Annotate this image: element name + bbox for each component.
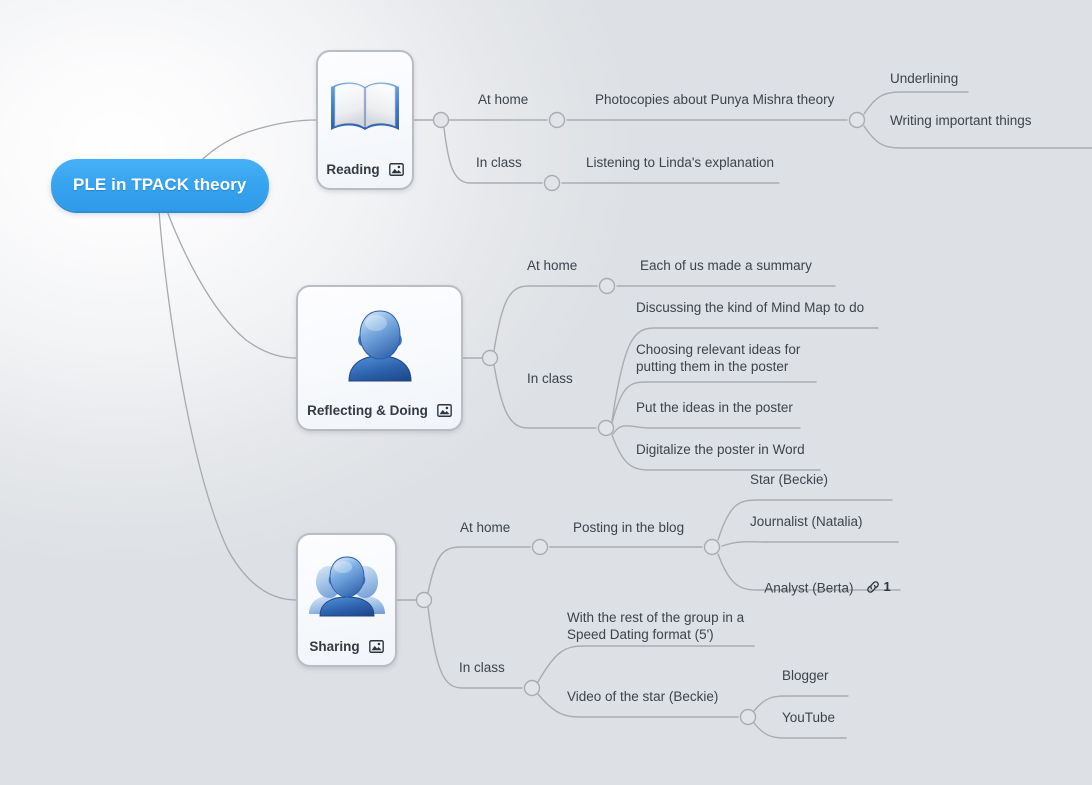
label-sharing-journalist[interactable]: Journalist (Natalia) (750, 514, 863, 529)
link-reflecting-at-home (493, 285, 598, 352)
picture-icon[interactable] (388, 163, 404, 176)
link-reading-underlining (863, 91, 969, 115)
label-sharing-blogger[interactable]: Blogger (782, 668, 829, 683)
joint-reading-at-home (548, 111, 566, 129)
node-card-reflecting-label: Reflecting & Doing (307, 403, 428, 418)
label-sharing-youtube[interactable]: YouTube (782, 710, 836, 725)
joint-share-in-class (523, 679, 541, 697)
label-reading-in-class[interactable]: In class (476, 155, 522, 170)
link-sharing-blogger (753, 695, 849, 712)
label-reflect-at-home[interactable]: At home (527, 258, 578, 273)
joint-reflecting (481, 349, 499, 367)
label-sharing-analyst[interactable]: Analyst (Berta) 1 (750, 562, 891, 613)
label-reflect-discussing[interactable]: Discussing the kind of Mind Map to do (636, 300, 865, 315)
node-card-sharing-label: Sharing (309, 639, 360, 654)
joint-share-at-home (531, 538, 549, 556)
joint-reflect-in-class (597, 419, 615, 437)
label-sharing-in-class[interactable]: In class (459, 660, 505, 675)
user-icon (347, 310, 412, 382)
label-reflect-put-ideas[interactable]: Put the ideas in the poster (636, 400, 793, 415)
label-sharing-speed-dating[interactable]: With the rest of the group in a Speed Da… (567, 610, 745, 642)
joint-share-video (739, 708, 757, 726)
link-root-to-sharing (158, 210, 297, 601)
label-reading-writing[interactable]: Writing important things (890, 113, 1032, 128)
root-node[interactable]: PLE in TPACK theory (51, 159, 269, 211)
label-sharing-analyst-text: Analyst (Berta) (764, 579, 854, 595)
label-reading-photocopies[interactable]: Photocopies about Punya Mishra theory (595, 92, 835, 107)
label-sharing-posting[interactable]: Posting in the blog (573, 520, 685, 535)
user-art (298, 287, 461, 403)
link-sharing-speed-dating (537, 645, 755, 683)
link-sharing-journalist (721, 540, 899, 547)
label-reading-at-home[interactable]: At home (478, 92, 529, 107)
label-reading-underlining[interactable]: Underlining (890, 71, 959, 86)
label-sharing-video[interactable]: Video of the star (Beckie) (567, 689, 719, 704)
label-reflect-in-class[interactable]: In class (527, 371, 573, 386)
picture-icon[interactable] (368, 640, 384, 653)
label-reflect-summary[interactable]: Each of us made a summary (640, 258, 812, 273)
link-reflect-put-ideas (612, 425, 801, 435)
node-card-reflecting-caption: Reflecting & Doing (293, 403, 466, 429)
link-attachment-count: 1 (883, 578, 891, 594)
label-reflect-choosing[interactable]: Choosing relevant ideas for putting them… (636, 342, 801, 374)
joint-reading-in-class (543, 174, 561, 192)
joint-sharing (415, 591, 433, 609)
root-node-label: PLE in TPACK theory (73, 175, 247, 194)
node-card-reading-label: Reading (326, 162, 380, 177)
label-sharing-star[interactable]: Star (Beckie) (750, 472, 829, 487)
joint-reflect-at-home (598, 277, 616, 295)
link-icon (866, 580, 879, 593)
node-card-reflecting[interactable]: Reflecting & Doing (296, 285, 463, 431)
label-reflect-digitalize[interactable]: Digitalize the poster in Word (636, 442, 805, 457)
link-sharing-at-home (427, 546, 531, 594)
node-card-sharing-caption: Sharing (295, 639, 397, 665)
link-attachment-chip[interactable]: 1 (866, 579, 891, 596)
open-book-icon (331, 82, 399, 130)
label-reading-listening[interactable]: Listening to Linda's explanation (586, 155, 774, 170)
link-root-to-reflecting (166, 210, 297, 359)
picture-icon[interactable] (436, 404, 452, 417)
joint-reading (432, 111, 450, 129)
joint-share-posting (703, 538, 721, 556)
users-group-art (298, 535, 395, 639)
node-card-reading-caption: Reading (312, 162, 417, 188)
node-card-sharing[interactable]: Sharing (296, 533, 397, 667)
label-sharing-at-home[interactable]: At home (460, 520, 511, 535)
joint-reading-photocopies (848, 111, 866, 129)
users-group-icon (308, 556, 385, 617)
node-card-reading[interactable]: Reading (316, 50, 414, 190)
open-book-art (318, 52, 412, 162)
